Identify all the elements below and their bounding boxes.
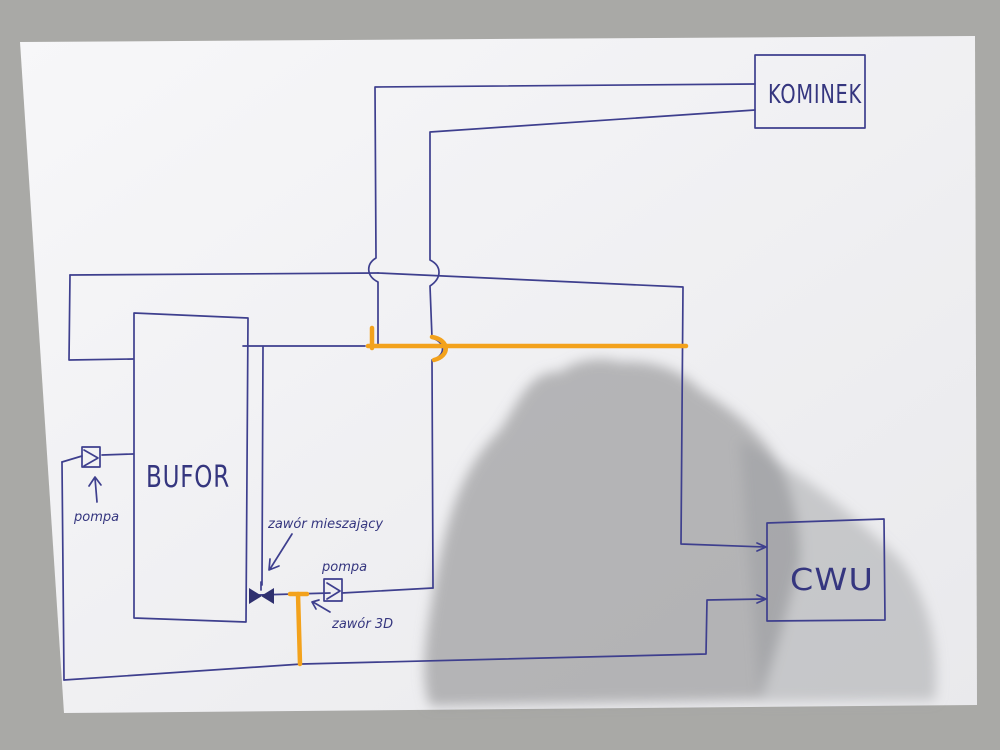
arrow-zawor-3d: [311, 599, 331, 613]
pump-center-symbol: [323, 578, 343, 602]
pipe-network: [61, 54, 886, 681]
bufor-box: [133, 312, 249, 623]
pump-left-symbol: [81, 446, 101, 468]
label-zawor-mieszajacy: zawór mieszający: [267, 517, 383, 532]
label-bufor: BUFOR: [146, 460, 230, 495]
arrow-zawor-mieszajacy: [268, 533, 293, 571]
label-pompa-left: pompa: [73, 510, 119, 525]
label-kominek: KOMINEK: [768, 80, 862, 110]
arrow-pompa-left: [88, 476, 102, 503]
label-pompa-center: pompa: [321, 560, 367, 575]
label-zawor-3d: zawór 3D: [331, 617, 393, 632]
mixing-valve-symbol: [249, 581, 274, 604]
label-cwu: CWU: [790, 563, 874, 598]
highlighted-pipes: [287, 325, 689, 667]
cwu-box: [766, 518, 886, 622]
kominek-box: [754, 54, 866, 129]
